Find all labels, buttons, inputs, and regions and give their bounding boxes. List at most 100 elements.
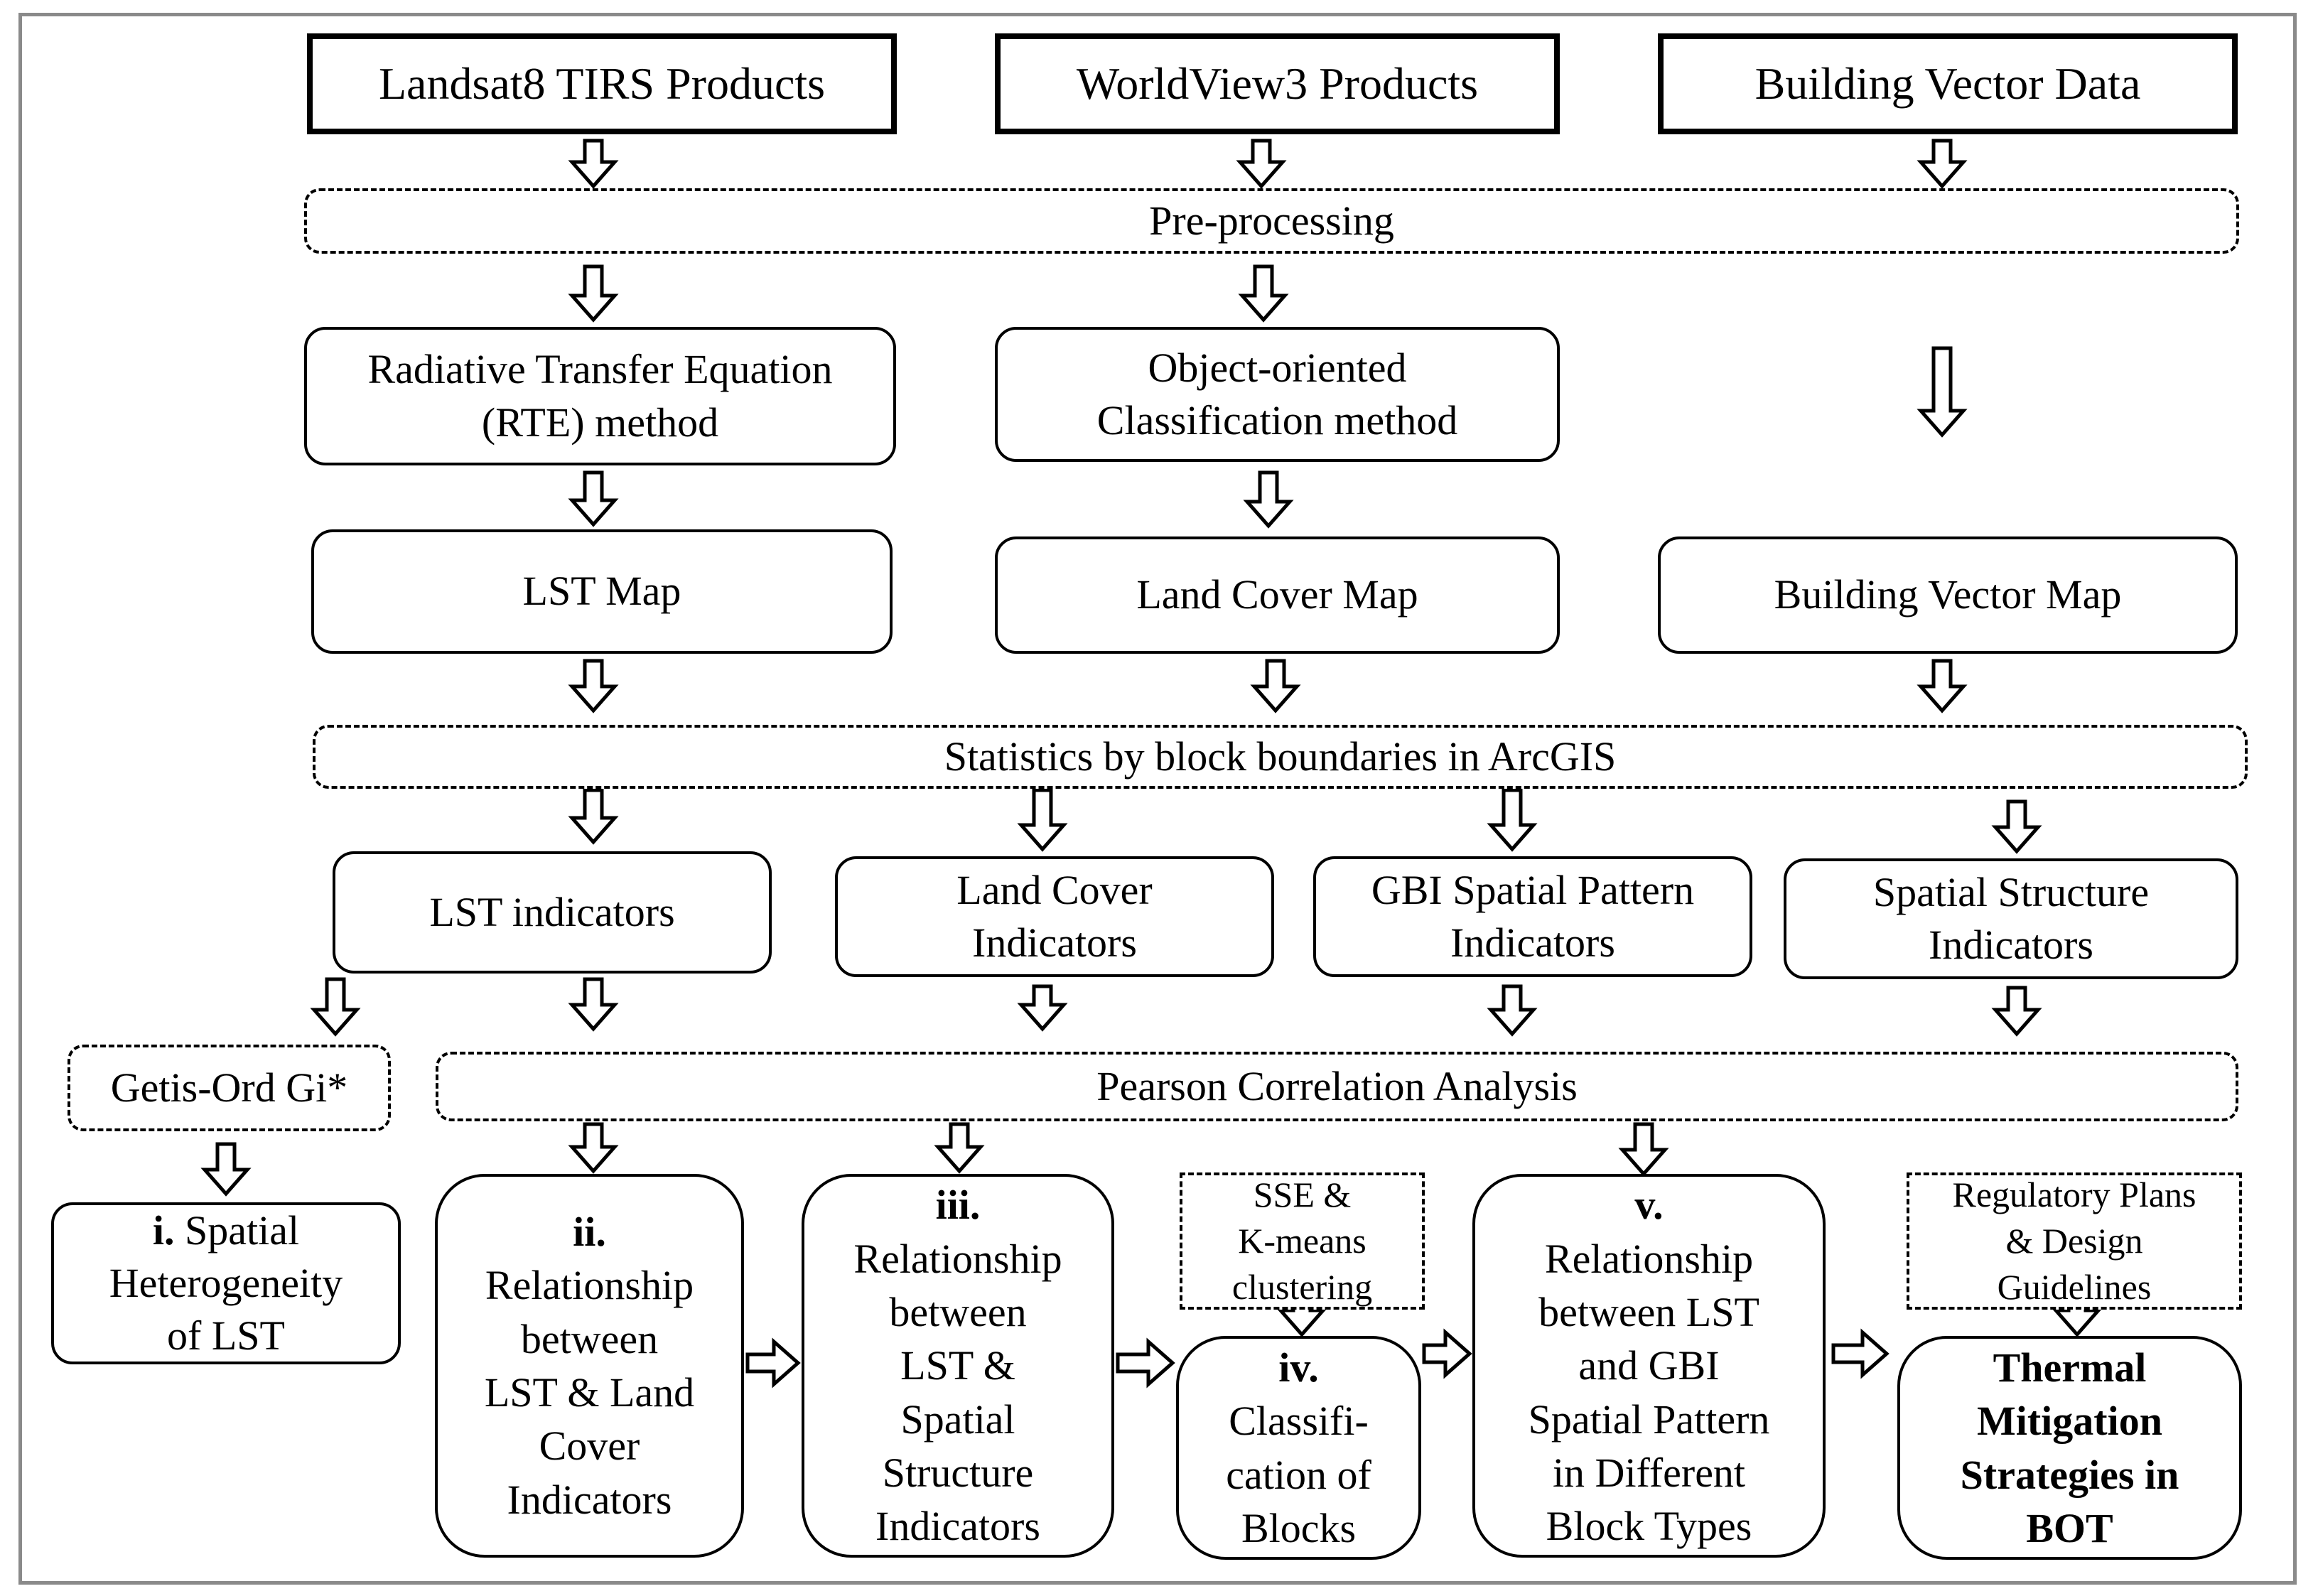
result-iii-box: iii. Relationship between LST & Spatial … [802,1174,1114,1558]
land-cover-map-label: Land Cover Map [1136,571,1418,618]
rte-method-line2: (RTE) method [481,399,719,446]
result-v-line: Spatial Pattern [1528,1396,1770,1443]
thermal-mitigation-line: BOT [2026,1504,2113,1551]
arrow-lst-map-to-statistics [568,659,619,713]
result-ii-line: LST & Land [484,1369,695,1416]
object-oriented-line1: Object-oriented [1148,344,1407,391]
result-iii-line: Indicators [875,1503,1040,1550]
result-iv-line: Blocks [1241,1504,1357,1551]
regulatory-plans-line: Guidelines [1997,1267,2152,1307]
gbi-indicators-line2: Indicators [1450,920,1615,966]
result-iv-line: Classifi- [1229,1398,1369,1445]
result-ii-line: Cover [539,1423,640,1470]
result-iii-line: LST & [900,1342,1015,1389]
result-iv-number: iv. [1278,1344,1319,1391]
spatial-structure-line2: Indicators [1929,922,2093,968]
statistics-label: Statistics by block boundaries in ArcGIS [944,733,1617,780]
pearson-correlation-box: Pearson Correlation Analysis [436,1052,2238,1121]
result-i-title: Spatial [174,1207,300,1253]
arrow-iii-to-iv [1116,1337,1175,1389]
result-v-box: v. Relationship between LST and GBI Spat… [1472,1174,1826,1558]
result-iii-line: Spatial [900,1396,1015,1443]
spatial-structure-indicators-box: Spatial Structure Indicators [1784,858,2238,979]
preprocessing-box: Pre-processing [304,188,2239,254]
rte-method-line1: Radiative Transfer Equation [367,346,833,393]
thermal-mitigation-box: Thermal Mitigation Strategies in BOT [1897,1336,2242,1560]
sse-kmeans-line: SSE & [1253,1175,1352,1214]
arrow-worldview-to-preprocessing [1236,139,1287,189]
land-cover-indicators-line1: Land Cover [956,866,1153,913]
regulatory-plans-line: & Design [2005,1221,2143,1261]
worldview-products-box: WorldView3 Products [995,33,1560,134]
lst-indicators-box: LST indicators [333,851,772,974]
result-ii-box: ii. Relationship between LST & Land Cove… [435,1174,744,1558]
arrow-pearson-to-result-iii [934,1122,985,1174]
result-i-line1: i. Spatial [153,1204,299,1257]
arrow-spatial-to-pearson [1991,986,2042,1037]
getis-ord-label: Getis-Ord Gi* [110,1064,348,1111]
arrow-building-to-preprocessing [1917,139,1968,189]
statistics-box: Statistics by block boundaries in ArcGIS [313,725,2248,789]
worldview-products-label: WorldView3 Products [1076,58,1479,109]
arrow-lst-to-getis [310,977,361,1037]
arrow-object-to-land-cover-map [1243,470,1294,529]
sse-kmeans-box: SSE & K-means clustering [1180,1172,1425,1310]
result-i-line2: Heterogeneity [109,1259,343,1306]
result-iv-box: iv. Classifi- cation of Blocks [1176,1336,1421,1560]
arrow-statistics-to-lst-indicators [568,788,619,845]
spatial-structure-line1: Spatial Structure [1872,868,2150,915]
rte-method-box: Radiative Transfer Equation (RTE) method [304,327,896,465]
arrow-landsat-to-preprocessing [568,139,619,189]
building-vector-data-label: Building Vector Data [1754,58,2141,109]
arrow-pearson-to-result-v [1618,1122,1669,1177]
arrow-statistics-to-spatial-indicators [1991,799,2042,854]
arrow-preprocessing-to-object [1238,264,1289,323]
arrow-v-to-thermal [1831,1328,1890,1379]
land-cover-indicators-line2: Indicators [972,920,1137,966]
arrow-rte-to-lst-map [568,470,619,527]
arrow-pearson-to-result-ii [568,1122,619,1174]
getis-ord-box: Getis-Ord Gi* [68,1045,391,1131]
arrow-ii-to-iii [745,1337,801,1389]
result-iv-line: cation of [1226,1451,1371,1498]
result-ii-number: ii. [573,1208,606,1255]
arrow-gbi-to-pearson [1487,984,1538,1037]
lst-map-box: LST Map [311,529,893,654]
arrow-statistics-to-gbi-indicators [1487,788,1538,852]
land-cover-map-box: Land Cover Map [995,537,1560,654]
arrow-getis-to-result-i [200,1142,252,1197]
arrow-statistics-to-land-cover-indicators [1017,788,1068,852]
building-vector-map-label: Building Vector Map [1774,571,2122,618]
building-vector-map-box: Building Vector Map [1658,537,2238,654]
result-ii-line: between [520,1315,659,1362]
pearson-correlation-label: Pearson Correlation Analysis [1096,1062,1578,1109]
arrow-building-map-to-statistics [1917,659,1968,713]
result-v-line: and GBI [1578,1342,1720,1389]
thermal-mitigation-line: Strategies in [1960,1451,2179,1498]
result-v-line: Relationship [1544,1235,1754,1282]
gbi-indicators-box: GBI Spatial Pattern Indicators [1313,856,1752,977]
regulatory-plans-line: Regulatory Plans [1952,1175,2196,1214]
figure-frame [18,13,2297,1585]
result-iii-line: between [889,1288,1027,1335]
result-i-line3: of LST [167,1312,285,1359]
result-i-box: i. Spatial Heterogeneity of LST [51,1202,401,1364]
regulatory-plans-box: Regulatory Plans & Design Guidelines [1907,1172,2242,1310]
arrow-land-cover-map-to-statistics [1250,659,1301,713]
result-ii-line: Indicators [507,1476,672,1523]
arrow-lst-to-pearson [568,977,619,1032]
preprocessing-label: Pre-processing [1149,197,1394,244]
thermal-mitigation-line: Mitigation [1977,1398,2162,1445]
result-v-line: between LST [1538,1288,1759,1335]
landsat-products-box: Landsat8 TIRS Products [307,33,897,134]
result-v-line: in Different [1552,1450,1746,1497]
arrow-building-data-down [1917,346,1968,438]
result-v-line: Block Types [1546,1503,1752,1550]
lst-indicators-label: LST indicators [429,888,675,935]
result-i-number: i. [152,1207,175,1253]
thermal-mitigation-line: Thermal [1993,1344,2147,1391]
object-oriented-line2: Classification method [1096,397,1458,443]
result-v-number: v. [1634,1182,1664,1229]
arrow-iv-to-v [1422,1328,1472,1379]
